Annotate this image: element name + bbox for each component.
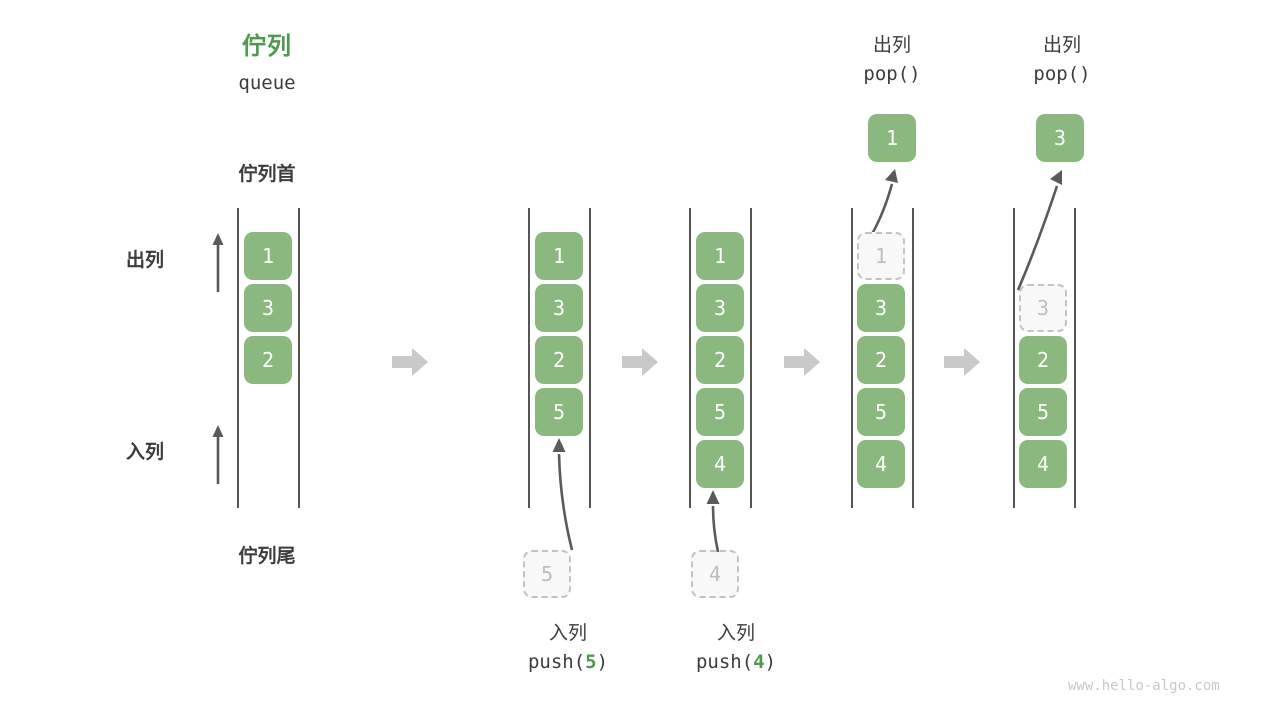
pop-1-label-cn: 出列 — [872, 35, 911, 56]
queue-node: 5 — [1019, 388, 1067, 436]
queue-node: 3 — [535, 284, 583, 332]
queue-rail-right-col2 — [589, 208, 591, 508]
queue-tail-label: 佇列尾 — [238, 546, 296, 567]
push-4-fn-prefix: push( — [695, 651, 754, 673]
push-5-label: 入列 push(5) — [478, 620, 658, 676]
watermark: www.hello-algo.com — [1068, 678, 1220, 694]
queue-rail-right-col3 — [750, 208, 752, 508]
queue-rail-left-col4 — [851, 208, 853, 508]
incoming-ghost-node: 4 — [691, 550, 739, 598]
dequeue-curve-arrow-icon — [870, 169, 898, 235]
popped-ghost-node: 3 — [1019, 284, 1067, 332]
diagram-title-cn: 佇列 — [242, 33, 292, 60]
incoming-ghost-node: 5 — [523, 550, 571, 598]
pop-3-label: 出列 pop() — [972, 32, 1152, 88]
pop-3-fn-suffix: ) — [1079, 63, 1091, 85]
flow-arrow-icon — [622, 348, 658, 376]
popped-ghost-node: 1 — [857, 232, 905, 280]
popped-node: 1 — [868, 114, 916, 162]
flow-arrow-icon — [784, 348, 820, 376]
queue-node: 1 — [244, 232, 292, 280]
queue-node: 4 — [857, 440, 905, 488]
push-4-fn-suffix: ) — [764, 651, 777, 673]
enqueue-curve-arrow-icon — [706, 490, 720, 553]
push-4-label-code: push(4) — [646, 648, 826, 676]
enqueue-direction-arrow-icon — [212, 425, 224, 484]
push-5-fn-suffix: ) — [596, 651, 609, 673]
pop-1-label: 出列 pop() — [802, 32, 982, 88]
push-4-label: 入列 push(4) — [646, 620, 826, 676]
queue-rail-left-col5 — [1013, 208, 1015, 508]
pop-3-label-code: pop() — [972, 60, 1152, 88]
dequeue-direction-arrow-icon — [212, 233, 224, 292]
pop-1-label-code: pop() — [802, 60, 982, 88]
queue-head-label: 佇列首 — [238, 164, 296, 185]
queue-node: 2 — [244, 336, 292, 384]
push-5-label-cn: 入列 — [548, 623, 587, 644]
queue-rail-right-col1 — [298, 208, 300, 508]
flow-arrow-icon — [392, 348, 428, 376]
queue-node: 1 — [535, 232, 583, 280]
queue-rail-left-col3 — [689, 208, 691, 508]
dequeue-curve-arrow-icon — [1016, 170, 1062, 291]
queue-node: 2 — [535, 336, 583, 384]
queue-rail-left-col1 — [237, 208, 239, 508]
pop-3-label-cn: 出列 — [1042, 35, 1081, 56]
queue-node: 2 — [696, 336, 744, 384]
queue-node: 3 — [696, 284, 744, 332]
queue-node: 1 — [696, 232, 744, 280]
queue-node: 2 — [857, 336, 905, 384]
push-4-label-cn: 入列 — [716, 623, 755, 644]
push-5-label-code: push(5) — [478, 648, 658, 676]
pop-1-fn-prefix: pop( — [863, 63, 910, 85]
flow-arrow-icon — [944, 348, 980, 376]
queue-rail-left-col2 — [528, 208, 530, 508]
queue-node: 3 — [244, 284, 292, 332]
diagram-title-code: queue — [238, 72, 296, 94]
push-5-arg: 5 — [585, 651, 597, 673]
enqueue-direction-label: 入列 — [125, 442, 164, 463]
dequeue-direction-label: 出列 — [125, 250, 164, 271]
queue-node: 2 — [1019, 336, 1067, 384]
pop-3-fn-prefix: pop( — [1033, 63, 1080, 85]
queue-node-new: 5 — [535, 388, 583, 436]
queue-node: 5 — [857, 388, 905, 436]
popped-node: 3 — [1036, 114, 1084, 162]
push-5-fn-prefix: push( — [527, 651, 586, 673]
queue-node: 3 — [857, 284, 905, 332]
queue-node-new: 4 — [696, 440, 744, 488]
queue-node: 5 — [696, 388, 744, 436]
queue-rail-right-col4 — [912, 208, 914, 508]
push-4-arg: 4 — [753, 651, 765, 673]
queue-node: 4 — [1019, 440, 1067, 488]
queue-rail-right-col5 — [1074, 208, 1076, 508]
enqueue-curve-arrow-icon — [552, 438, 574, 551]
pop-1-fn-suffix: ) — [909, 63, 921, 85]
